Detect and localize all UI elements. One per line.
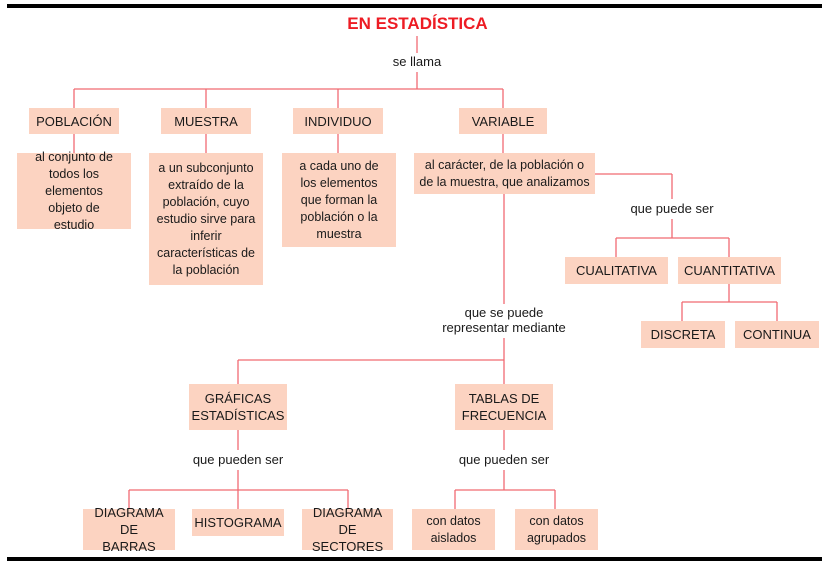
concept-variable: VARIABLE bbox=[459, 108, 547, 134]
definition-poblacion: al conjunto de todos los elementos objet… bbox=[17, 150, 131, 232]
datos-aislados: con datos aislados bbox=[412, 509, 495, 550]
graficas-estadisticas: GRÁFICAS ESTADÍSTICAS bbox=[189, 384, 287, 430]
top-rule bbox=[7, 4, 822, 8]
tablas-frecuencia: TABLAS DE FRECUENCIA bbox=[455, 384, 553, 430]
bottom-rule bbox=[7, 557, 822, 561]
connector-representar: que se puede representar mediante bbox=[434, 305, 574, 335]
connector-se-llama: se llama bbox=[377, 54, 457, 69]
connector-graficas-pueden-ser: que pueden ser bbox=[180, 452, 296, 467]
type-cuantitativa: CUANTITATIVA bbox=[678, 257, 781, 284]
connector-tablas-pueden-ser: que pueden ser bbox=[446, 452, 562, 467]
diagrama-sectores: DIAGRAMA DE SECTORES bbox=[302, 505, 393, 554]
subtype-discreta: DISCRETA bbox=[641, 321, 725, 348]
type-cualitativa: CUALITATIVA bbox=[565, 257, 668, 284]
histograma: HISTOGRAMA bbox=[192, 509, 284, 536]
concept-muestra: MUESTRA bbox=[161, 108, 251, 134]
datos-agrupados: con datos agrupados bbox=[515, 509, 598, 550]
subtype-continua: CONTINUA bbox=[735, 321, 819, 348]
map-title: EN ESTADÍSTICA bbox=[347, 14, 488, 33]
definition-muestra: a un subconjunto extraído de la població… bbox=[149, 153, 263, 285]
concept-poblacion: POBLACIÓN bbox=[29, 108, 119, 134]
concept-individuo: INDIVIDUO bbox=[293, 108, 383, 134]
diagrama-barras: DIAGRAMA DE BARRAS bbox=[83, 505, 175, 554]
definition-variable: al carácter, de la población o de la mue… bbox=[414, 153, 595, 194]
connector-puede-ser: que puede ser bbox=[612, 201, 732, 216]
definition-individuo: a cada uno de los elementos que forman l… bbox=[282, 153, 396, 247]
